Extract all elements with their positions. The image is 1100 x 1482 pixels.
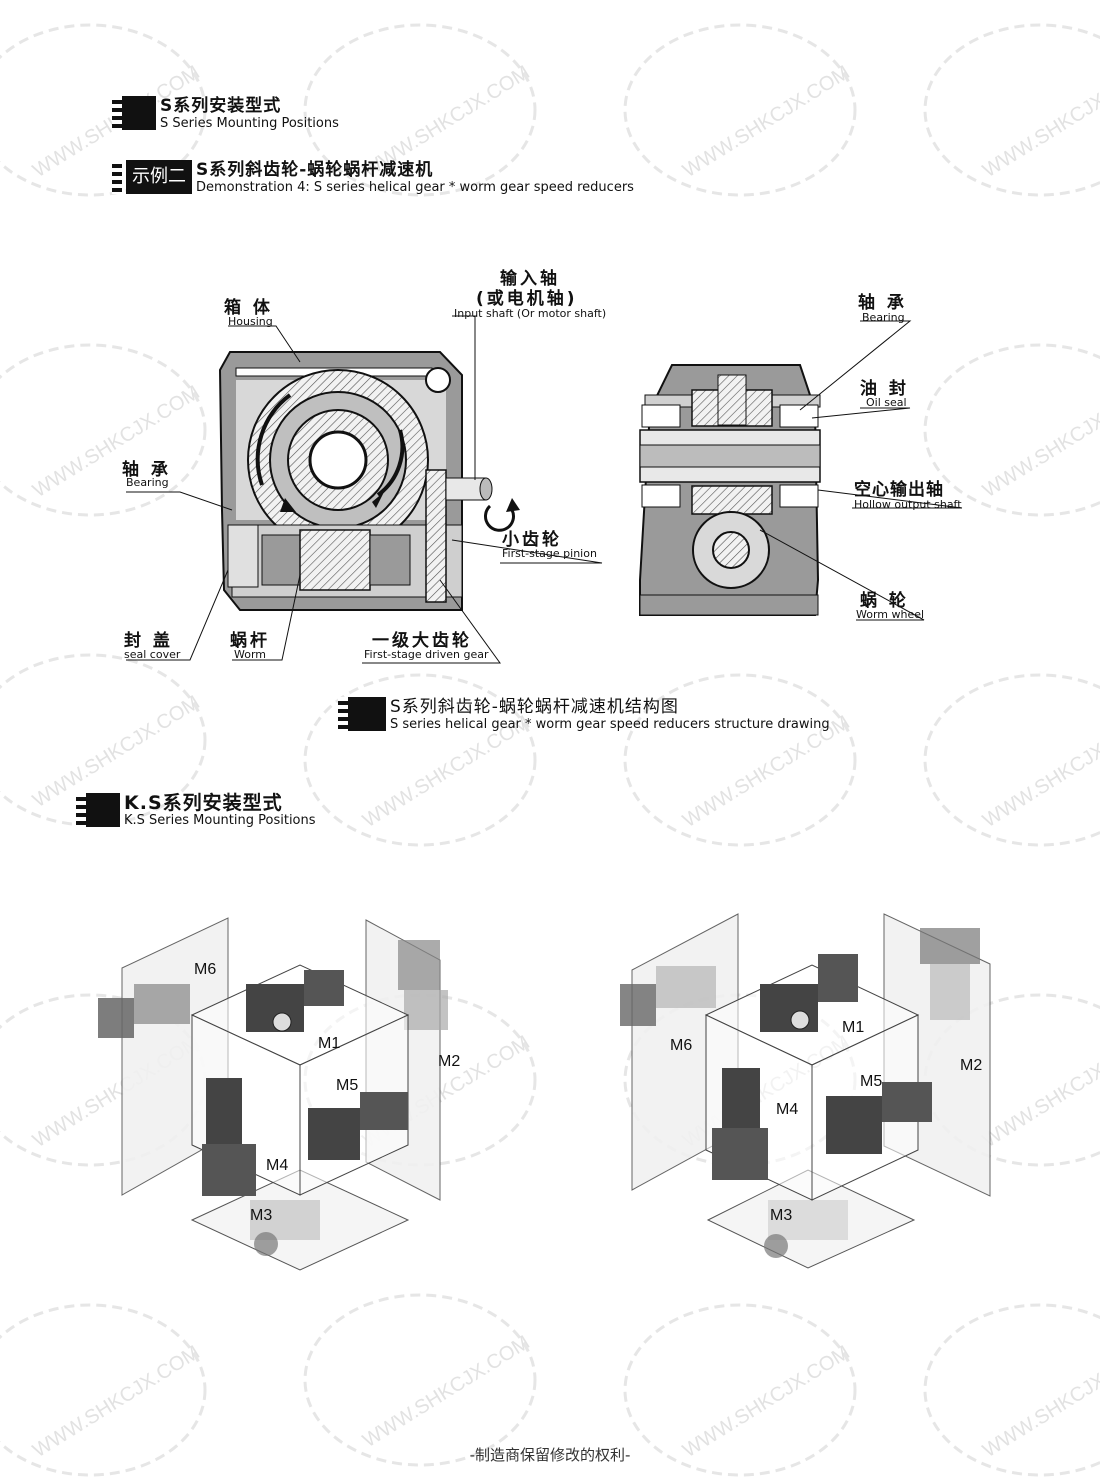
mounting-positions: M6 M1 M2 M5 M4 M3 M6 M1 M2 M5 M4 M3 <box>98 913 991 1271</box>
section2-marker-icon <box>76 793 120 827</box>
label-bearing-right-zh: 轴 承 <box>858 293 907 313</box>
label-seal-cover-en: seal cover <box>124 648 181 661</box>
watermark-ring <box>303 1293 537 1467</box>
label-hollow-shaft-zh: 空心输出轴 <box>854 480 944 500</box>
demo-marker-icon <box>112 160 122 194</box>
watermark-text: WWW.SHKCJX.COM <box>359 1332 534 1453</box>
label-input-zh2: (或电机轴) <box>476 289 578 309</box>
label-input-en: Input shaft (Or motor shaft) <box>454 307 607 320</box>
label-pinion-zh: 小齿轮 <box>502 530 562 550</box>
pos-left-m4: M4 <box>266 1157 288 1174</box>
watermark-text: WWW.SHKCJX.COM <box>679 62 854 183</box>
label-input-zh1: 输入轴 <box>500 269 560 289</box>
label-worm-zh: 蜗杆 <box>230 631 270 651</box>
demo-title-zh: S系列斜齿轮-蜗轮蜗杆减速机 <box>196 160 434 180</box>
watermark-text: WWW.SHKCJX.COM <box>979 62 1100 183</box>
structure-caption-zh: S系列斜齿轮-蜗轮蜗杆减速机结构图 <box>390 697 679 717</box>
section2-title-zh: K.S系列安装型式 <box>124 792 283 814</box>
label-housing-zh: 箱 体 <box>224 298 273 318</box>
structure-drawing <box>126 315 963 664</box>
positions-group-left <box>98 917 448 1271</box>
label-oil-seal-en: Oil seal <box>866 396 907 409</box>
section-title-zh: S系列安装型式 <box>160 96 282 116</box>
label-driven-gear-zh: 一级大齿轮 <box>372 631 472 651</box>
pos-right-m5: M5 <box>860 1073 882 1090</box>
pos-left-m6: M6 <box>194 961 216 978</box>
leader-lines <box>126 315 963 664</box>
section-title-s: S系列安装型式 S Series Mounting Positions <box>112 96 339 132</box>
pos-right-m4: M4 <box>776 1101 798 1118</box>
section-title-ks: K.S系列安装型式 K.S Series Mounting Positions <box>76 793 316 829</box>
label-housing-en: Housing <box>228 315 273 328</box>
position-labels: M6 M1 M2 M5 M4 M3 M6 M1 M2 M5 M4 M3 <box>194 961 982 1224</box>
watermark-ring <box>923 673 1100 847</box>
label-bearing-left-en: Bearing <box>126 476 169 489</box>
label-hollow-shaft-en: Hollow output shaft <box>854 498 962 511</box>
watermark-ring <box>623 23 857 197</box>
positions-group-right <box>620 913 991 1269</box>
label-pinion-en: First-stage pinion <box>502 547 597 560</box>
label-bearing-right-en: Bearing <box>862 311 905 324</box>
label-driven-gear-en: First-stage driven gear <box>364 648 489 661</box>
section-title-en: S Series Mounting Positions <box>160 116 339 131</box>
watermark-ring <box>923 23 1100 197</box>
front-section-view <box>218 351 520 611</box>
pos-right-m1: M1 <box>842 1019 864 1036</box>
structure-caption-en: S series helical gear * worm gear speed … <box>390 717 830 732</box>
section2-title-en: K.S Series Mounting Positions <box>124 813 316 828</box>
pos-right-m2: M2 <box>960 1057 982 1074</box>
label-worm-wheel-zh: 蜗 轮 <box>860 591 909 611</box>
demo-title: 示例二 S系列斜齿轮-蜗轮蜗杆减速机 Demonstration 4: S se… <box>112 160 634 196</box>
pos-left-m1: M1 <box>318 1035 340 1052</box>
pos-right-m3: M3 <box>770 1207 792 1224</box>
footer-note: -制造商保留修改的权利- <box>469 1446 631 1464</box>
label-worm-wheel-en: Worm wheel <box>856 608 925 621</box>
demo-title-en: Demonstration 4: S series helical gear *… <box>196 180 634 195</box>
side-section-view <box>639 364 821 616</box>
pos-right-m6: M6 <box>670 1037 692 1054</box>
pos-left-m2: M2 <box>438 1053 460 1070</box>
demo-tag: 示例二 <box>126 160 192 194</box>
label-oil-seal-zh: 油 封 <box>860 379 909 399</box>
label-bearing-left-zh: 轴 承 <box>122 460 171 480</box>
caption-marker-icon <box>338 697 386 731</box>
section-marker-icon <box>112 96 156 130</box>
label-worm-en: Worm <box>234 648 267 661</box>
structure-caption: S系列斜齿轮-蜗轮蜗杆减速机结构图 S series helical gear … <box>338 697 830 733</box>
pos-left-m5: M5 <box>336 1077 358 1094</box>
pos-left-m3: M3 <box>250 1207 272 1224</box>
label-seal-cover-zh: 封 盖 <box>124 631 173 651</box>
watermark-text: WWW.SHKCJX.COM <box>979 712 1100 833</box>
